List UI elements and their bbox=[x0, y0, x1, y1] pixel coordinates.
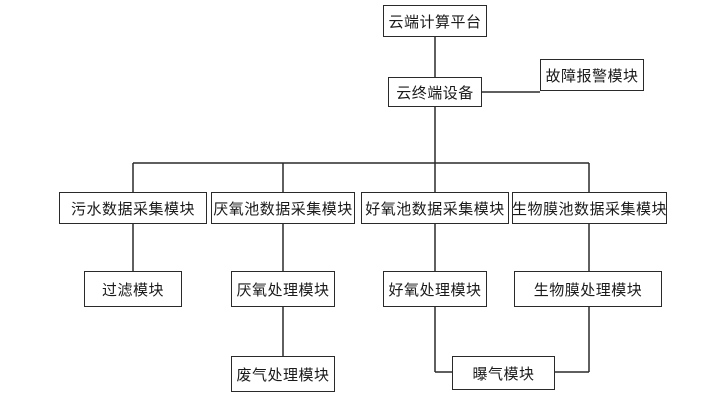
waste-gas-box: 废气处理模块 bbox=[231, 356, 335, 392]
aerobic-data-box: 好氧池数据采集模块 bbox=[361, 192, 509, 224]
cloud-terminal-box: 云终端设备 bbox=[388, 77, 482, 107]
biofilm-proc-box: 生物膜处理模块 bbox=[514, 271, 662, 307]
anaerobic-data-box: 厌氧池数据采集模块 bbox=[211, 192, 355, 224]
aerobic-proc-box: 好氧处理模块 bbox=[383, 271, 487, 307]
anaerobic-proc-box: 厌氧处理模块 bbox=[231, 271, 335, 307]
aeration-box: 曝气模块 bbox=[452, 356, 555, 390]
sewage-data-box: 污水数据采集模块 bbox=[59, 192, 207, 224]
cloud-platform-box: 云端计算平台 bbox=[383, 5, 487, 37]
biofilm-data-box: 生物膜池数据采集模块 bbox=[512, 192, 667, 224]
filter-box: 过滤模块 bbox=[84, 271, 182, 307]
fault-alarm-box: 故障报警模块 bbox=[540, 59, 644, 91]
